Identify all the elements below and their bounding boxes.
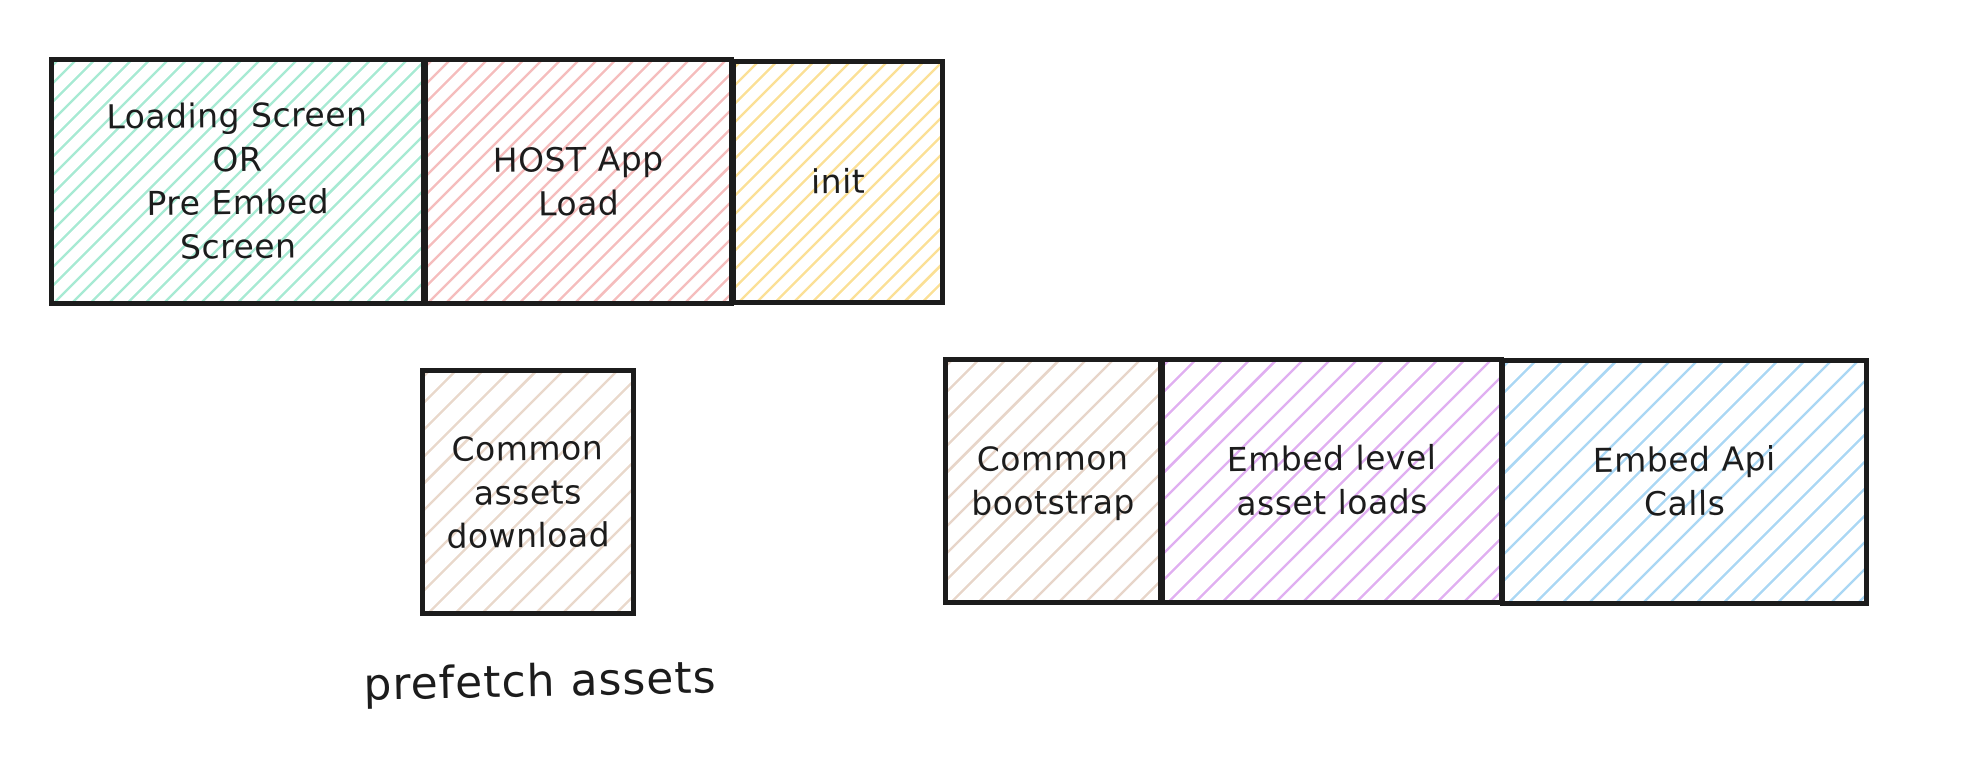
- box-label: Embed Api Calls: [1592, 439, 1776, 524]
- box-host-app-load: HOST App Load: [423, 57, 734, 306]
- box-loading-screen-or-pre-embed-screen: Loading Screen OR Pre Embed Screen: [49, 57, 426, 306]
- box-label: init: [810, 161, 866, 202]
- box-label: Embed level asset loads: [1226, 438, 1437, 524]
- box-label: Common assets download: [446, 427, 611, 556]
- box-init: init: [731, 59, 945, 305]
- box-embed-api-calls: Embed Api Calls: [1500, 358, 1869, 606]
- box-label: Loading Screen OR Pre Embed Screen: [106, 95, 368, 267]
- box-common-bootstrap: Common bootstrap: [943, 357, 1163, 605]
- caption-prefetch-assets: prefetch assets: [362, 652, 718, 711]
- box-embed-level-asset-loads: Embed level asset loads: [1160, 357, 1504, 605]
- box-label: Common bootstrap: [971, 438, 1136, 523]
- box-label: HOST App Load: [492, 139, 664, 223]
- box-common-assets-download: Common assets download: [420, 368, 636, 616]
